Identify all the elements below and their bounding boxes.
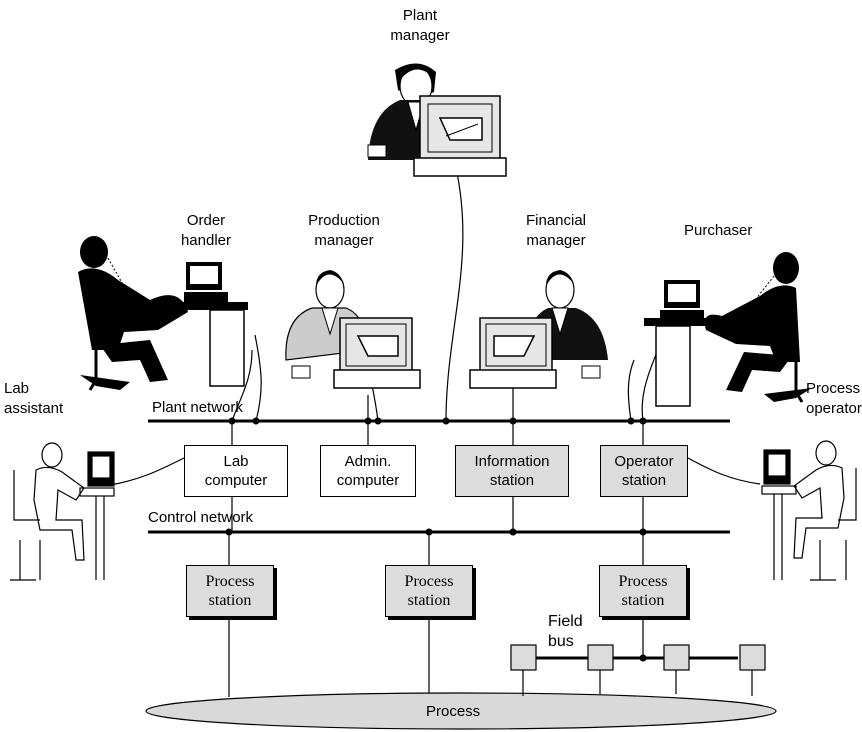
process-station-2-line2: station bbox=[407, 592, 451, 609]
field-bus-label-line2: bus bbox=[548, 633, 574, 650]
information-station-line1: Information bbox=[474, 453, 550, 470]
admin-computer-box: Admin. computer bbox=[320, 445, 416, 497]
process-operator-label: Process operator bbox=[806, 379, 862, 419]
process-operator-figure bbox=[761, 440, 857, 581]
plant-manager-label-line2: manager bbox=[390, 27, 450, 44]
field-bus-label: Field bus bbox=[548, 612, 583, 652]
information-station-line2: station bbox=[489, 472, 535, 489]
production-manager-label: Production manager bbox=[296, 211, 392, 251]
process-station-1-line1: Process bbox=[205, 573, 255, 590]
operator-station-box: Operator station bbox=[600, 445, 688, 497]
process-station-box-3: Process station bbox=[599, 565, 687, 617]
production-manager-label-line2: manager bbox=[314, 232, 374, 249]
process-station-box-2: Process station bbox=[385, 565, 473, 617]
operator-station-line2: station bbox=[621, 472, 667, 489]
plant-manager-label: Plant manager bbox=[390, 6, 450, 46]
process-operator-label-line2: operator bbox=[806, 400, 862, 417]
purchaser-figure bbox=[644, 252, 812, 407]
lab-computer-line1: Lab bbox=[223, 453, 249, 470]
lab-assistant-label-line1: Lab bbox=[4, 380, 30, 397]
process-label: Process bbox=[426, 703, 481, 720]
process-ellipse bbox=[145, 692, 777, 730]
order-handler-figure bbox=[78, 236, 248, 391]
information-station-box: Information station bbox=[455, 445, 569, 497]
process-station-3-line2: station bbox=[621, 592, 665, 609]
process-station-box-1: Process station bbox=[186, 565, 274, 617]
purchaser-label: Purchaser bbox=[684, 222, 753, 239]
order-handler-label: Order handler bbox=[174, 211, 238, 251]
field-bus-label-line1: Field bbox=[548, 613, 583, 630]
production-manager-figure bbox=[285, 270, 421, 389]
field-devices bbox=[510, 644, 766, 671]
plant-manager-label-line1: Plant bbox=[402, 7, 438, 24]
admin-computer-line1: Admin. bbox=[344, 453, 392, 470]
financial-manager-label: Financial manager bbox=[514, 211, 598, 251]
order-handler-label-line2: handler bbox=[180, 232, 232, 249]
plant-manager-figure bbox=[367, 63, 507, 177]
junction-dots bbox=[225, 417, 647, 662]
lab-computer-box: Lab computer bbox=[184, 445, 288, 497]
production-manager-label-line1: Production bbox=[308, 212, 380, 229]
lab-computer-line2: computer bbox=[204, 472, 268, 489]
process-station-1-line2: station bbox=[208, 592, 252, 609]
financial-manager-label-line1: Financial bbox=[525, 212, 587, 229]
operator-station-line1: Operator bbox=[614, 453, 674, 470]
process-station-2-line1: Process bbox=[404, 573, 454, 590]
lab-assistant-label-line2: assistant bbox=[4, 400, 64, 417]
order-handler-label-line1: Order bbox=[186, 212, 226, 229]
financial-manager-label-line2: manager bbox=[526, 232, 586, 249]
plant-network-label: Plant network bbox=[152, 399, 243, 416]
lab-assistant-label: Lab assistant bbox=[4, 379, 63, 419]
lab-assistant-figure bbox=[10, 442, 115, 581]
control-network-label: Control network bbox=[148, 509, 254, 526]
admin-computer-line2: computer bbox=[336, 472, 400, 489]
financial-manager-figure bbox=[469, 270, 608, 389]
process-station-3-line1: Process bbox=[618, 573, 668, 590]
process-operator-label-line1: Process bbox=[806, 380, 861, 397]
